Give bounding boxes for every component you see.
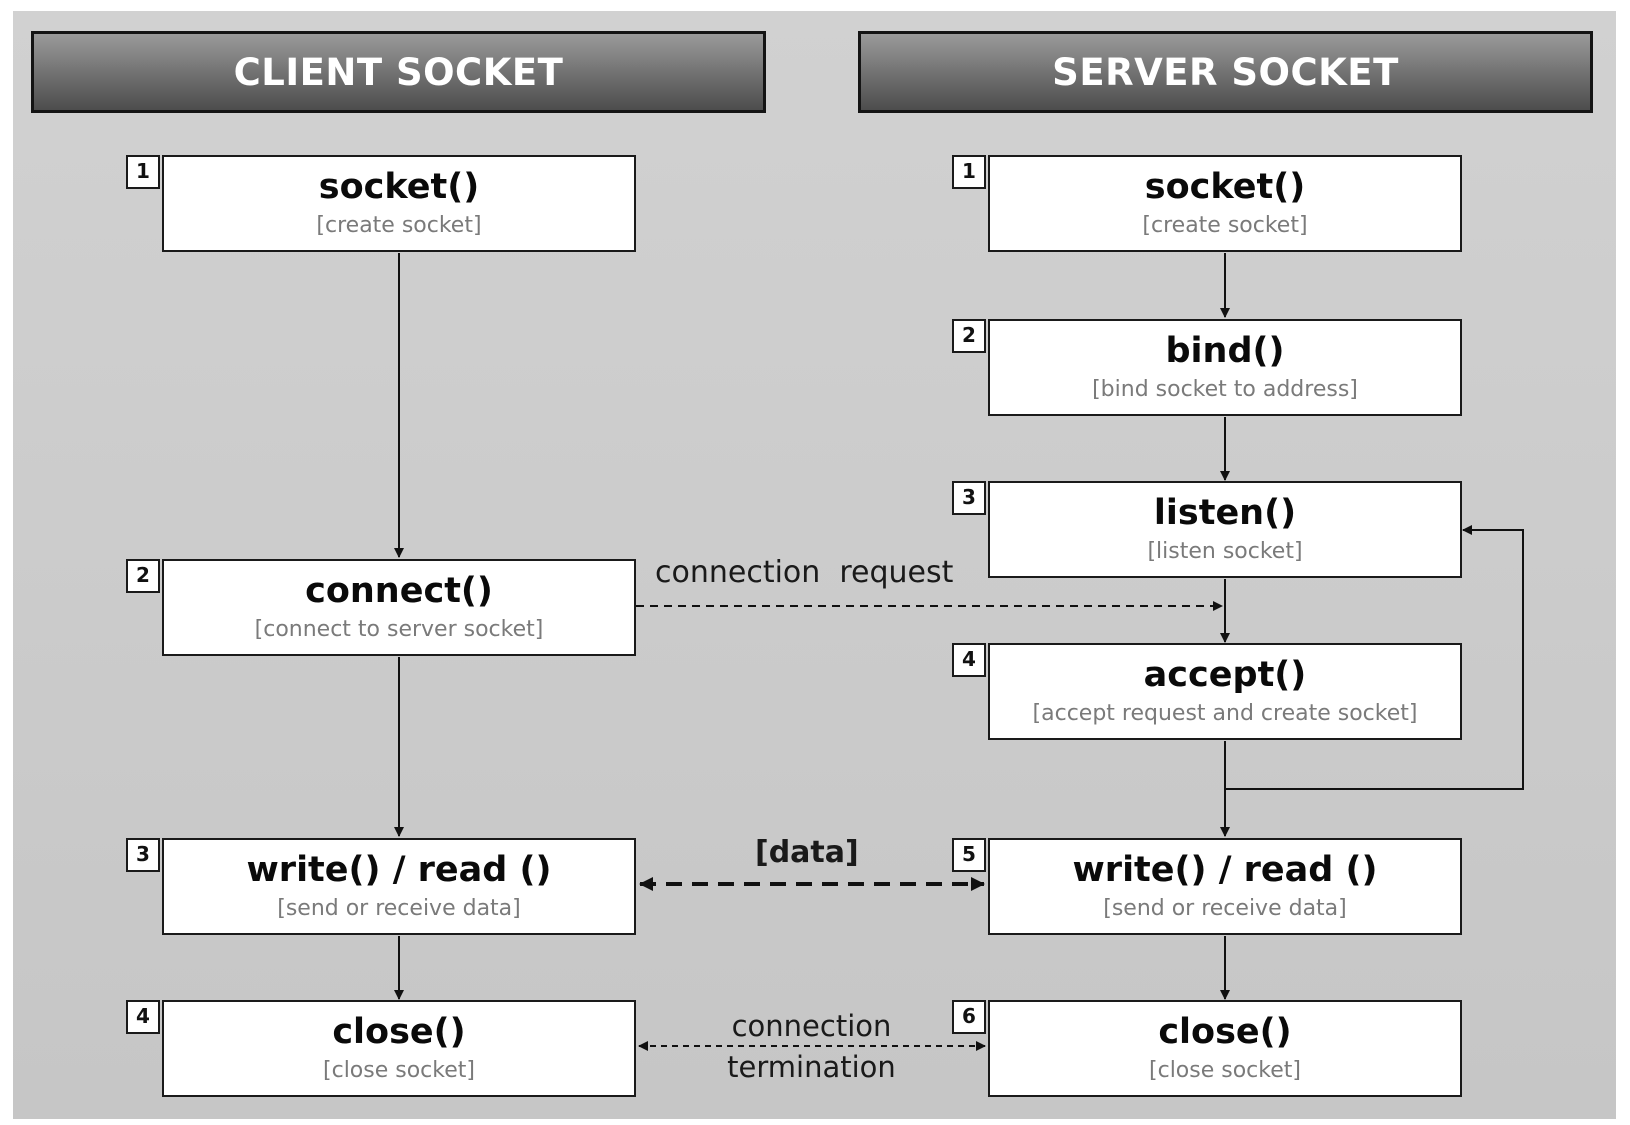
server-socket-header: SERVER SOCKET xyxy=(858,31,1593,113)
step-number: 1 xyxy=(952,155,986,189)
termination-label-line1: connection xyxy=(731,1009,892,1043)
data-label: [data] xyxy=(755,835,859,870)
step-number: 1 xyxy=(126,155,160,189)
client-step-close: close() [close socket] xyxy=(162,1000,636,1097)
function-name: close() xyxy=(332,1012,466,1052)
function-name: listen() xyxy=(1153,493,1297,533)
function-name: accept() xyxy=(1143,655,1307,695)
server-step-listen: listen() [listen socket] xyxy=(988,481,1462,578)
step-number: 2 xyxy=(126,559,160,593)
function-description: [create socket] xyxy=(1142,213,1308,238)
step-number: 6 xyxy=(952,1000,986,1034)
server-step-bind: bind() [bind socket to address] xyxy=(988,319,1462,416)
step-number: 4 xyxy=(126,1000,160,1034)
function-name: close() xyxy=(1158,1012,1292,1052)
client-socket-header: CLIENT SOCKET xyxy=(31,31,766,113)
step-number: 3 xyxy=(952,481,986,515)
function-description: [create socket] xyxy=(316,213,482,238)
server-step-socket: socket() [create socket] xyxy=(988,155,1462,252)
step-number: 5 xyxy=(952,838,986,872)
function-description: [send or receive data] xyxy=(277,896,521,921)
function-name: write() / read () xyxy=(1072,850,1378,890)
function-name: connect() xyxy=(305,571,493,611)
function-description: [listen socket] xyxy=(1147,539,1303,564)
client-step-connect: connect() [connect to server socket] xyxy=(162,559,636,656)
client-step-write-read: write() / read () [send or receive data] xyxy=(162,838,636,935)
function-description: [accept request and create socket] xyxy=(1032,701,1418,726)
termination-label-line2: termination xyxy=(727,1050,896,1084)
function-description: [send or receive data] xyxy=(1103,896,1347,921)
server-step-close: close() [close socket] xyxy=(988,1000,1462,1097)
connection-request-label: connection request xyxy=(655,555,954,590)
function-description: [bind socket to address] xyxy=(1092,377,1358,402)
server-step-accept: accept() [accept request and create sock… xyxy=(988,643,1462,740)
function-name: bind() xyxy=(1165,331,1285,371)
server-step-write-read: write() / read () [send or receive data] xyxy=(988,838,1462,935)
client-step-socket: socket() [create socket] xyxy=(162,155,636,252)
function-name: socket() xyxy=(1144,167,1306,207)
step-number: 3 xyxy=(126,838,160,872)
function-description: [connect to server socket] xyxy=(254,617,544,642)
function-name: write() / read () xyxy=(246,850,552,890)
function-name: socket() xyxy=(318,167,480,207)
function-description: [close socket] xyxy=(323,1058,475,1083)
function-description: [close socket] xyxy=(1149,1058,1301,1083)
step-number: 4 xyxy=(952,643,986,677)
server-loop-back-to-listen xyxy=(1225,525,1524,790)
step-number: 2 xyxy=(952,319,986,353)
